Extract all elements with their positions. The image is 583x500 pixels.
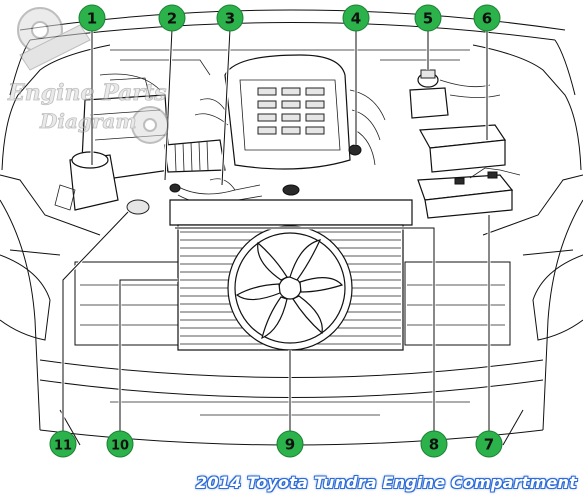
callout-label: 4 bbox=[351, 10, 361, 28]
callout-5: 5 bbox=[414, 4, 442, 32]
callout-label: 9 bbox=[285, 436, 295, 454]
watermark-line1: Engine Parts bbox=[7, 80, 167, 106]
battery bbox=[417, 167, 521, 219]
callout-4: 4 bbox=[342, 4, 370, 32]
gear-icon bbox=[17, 7, 169, 144]
callout-6: 6 bbox=[473, 4, 501, 32]
diagram-caption: 2014 Toyota Tundra Engine Compartment bbox=[196, 473, 577, 492]
callout-label: 5 bbox=[423, 10, 433, 28]
watermark-logo: Engine Parts Diagram bbox=[7, 7, 169, 144]
callout-label: 8 bbox=[429, 436, 439, 454]
oil-filler-cap bbox=[348, 144, 362, 156]
callout-label: 10 bbox=[111, 439, 129, 454]
coolant-reservoir-cap bbox=[126, 184, 300, 215]
callout-7: 7 bbox=[475, 430, 503, 458]
callout-label: 6 bbox=[482, 10, 492, 28]
callout-2: 2 bbox=[158, 4, 186, 32]
callout-11: 11 bbox=[49, 430, 77, 458]
watermark-line2: Diagram bbox=[39, 109, 137, 133]
brake-fluid-reservoir bbox=[409, 69, 449, 119]
callout-1: 1 bbox=[78, 4, 106, 32]
callout-label: 1 bbox=[87, 10, 97, 28]
leader-lines bbox=[61, 28, 491, 432]
cooling-fan bbox=[227, 225, 353, 351]
callout-label: 2 bbox=[167, 10, 177, 28]
callout-3: 3 bbox=[216, 4, 244, 32]
fuse-relay-box bbox=[419, 124, 507, 173]
power-steering-reservoir bbox=[54, 151, 119, 211]
engine-cover bbox=[194, 54, 386, 170]
callout-label: 3 bbox=[225, 10, 235, 28]
callout-label: 11 bbox=[54, 439, 72, 454]
callout-9: 9 bbox=[276, 430, 304, 458]
callout-8: 8 bbox=[420, 430, 448, 458]
callout-label: 7 bbox=[484, 436, 494, 454]
callout-10: 10 bbox=[106, 430, 134, 458]
